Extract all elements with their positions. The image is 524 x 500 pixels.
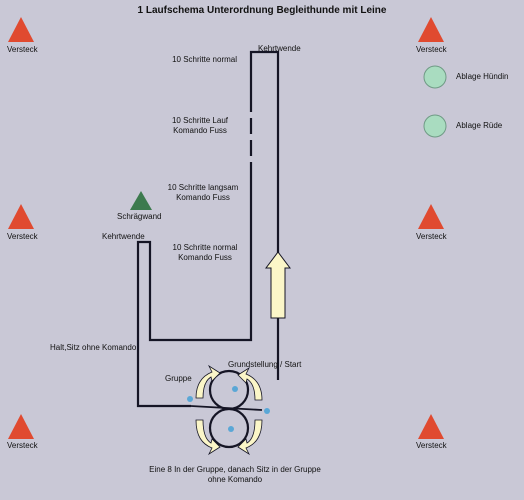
ablage-ruede-label: Ablage Rüde [456, 121, 503, 130]
bottom-note-line1: Eine 8 In der Gruppe, danach Sitz in der… [149, 465, 321, 474]
versteck-label-mid-left: Versteck [7, 232, 38, 241]
step-normal-line1: 10 Schritte normal [172, 243, 238, 252]
group-person-dot [187, 396, 193, 402]
diagram-title: 1 Laufschema Unterordnung Begleithunde m… [137, 5, 387, 16]
gruppe-label: Gruppe [165, 374, 192, 383]
group-person-dot [264, 408, 270, 414]
kehrtwende-left-label: Kehrtwende [102, 232, 145, 241]
step-lauf-line2: Komando Fuss [173, 126, 227, 135]
versteck-icon-bottom-left [8, 414, 34, 439]
curve-arrow-icon-upper-right [237, 366, 263, 401]
step-normal-line2: Komando Fuss [178, 253, 232, 262]
versteck-icon-mid-left [8, 204, 34, 229]
versteck-icon-bottom-right [418, 414, 444, 439]
ablage-huendin-icon [423, 65, 447, 89]
step-langsam-line1: 10 Schritte langsam [167, 183, 239, 192]
versteck-label-bottom-left: Versteck [7, 441, 38, 450]
curve-arrow-icon-lower-left [195, 419, 221, 456]
versteck-label-mid-right: Versteck [416, 232, 447, 241]
group-person-dot [232, 386, 238, 392]
versteck-label-top-right: Versteck [416, 45, 447, 54]
bottom-note-line2: ohne Komando [207, 475, 263, 484]
grundstellung-label: Grundstellung / Start [228, 360, 302, 369]
start-arrow-icon [265, 251, 291, 319]
curve-arrow-icon-lower-right [237, 419, 263, 456]
kehrtwende-top-label: Kehrtwende [258, 44, 301, 53]
schraegwand-label: Schrägwand [117, 212, 162, 221]
versteck-icon-top-left [8, 17, 34, 42]
figure-eight-link [190, 405, 263, 411]
walking-path [136, 50, 280, 408]
halt-sitz-label: Halt,Sitz ohne Komando [50, 343, 137, 352]
versteck-label-top-left: Versteck [7, 45, 38, 54]
ablage-huendin-label: Ablage Hündin [456, 72, 509, 81]
group-person-dot [228, 426, 234, 432]
versteck-icon-mid-right [418, 204, 444, 229]
curve-arrow-icon-upper-left [195, 364, 221, 399]
versteck-icon-top-right [418, 17, 444, 42]
step-langsam-line2: Komando Fuss [176, 193, 230, 202]
step-lauf-line1: 10 Schritte Lauf [171, 116, 229, 125]
schraegwand-icon [130, 191, 152, 210]
step-normal-top: 10 Schritte normal [172, 55, 237, 64]
ablage-ruede-icon [423, 114, 447, 138]
versteck-label-bottom-right: Versteck [416, 441, 447, 450]
